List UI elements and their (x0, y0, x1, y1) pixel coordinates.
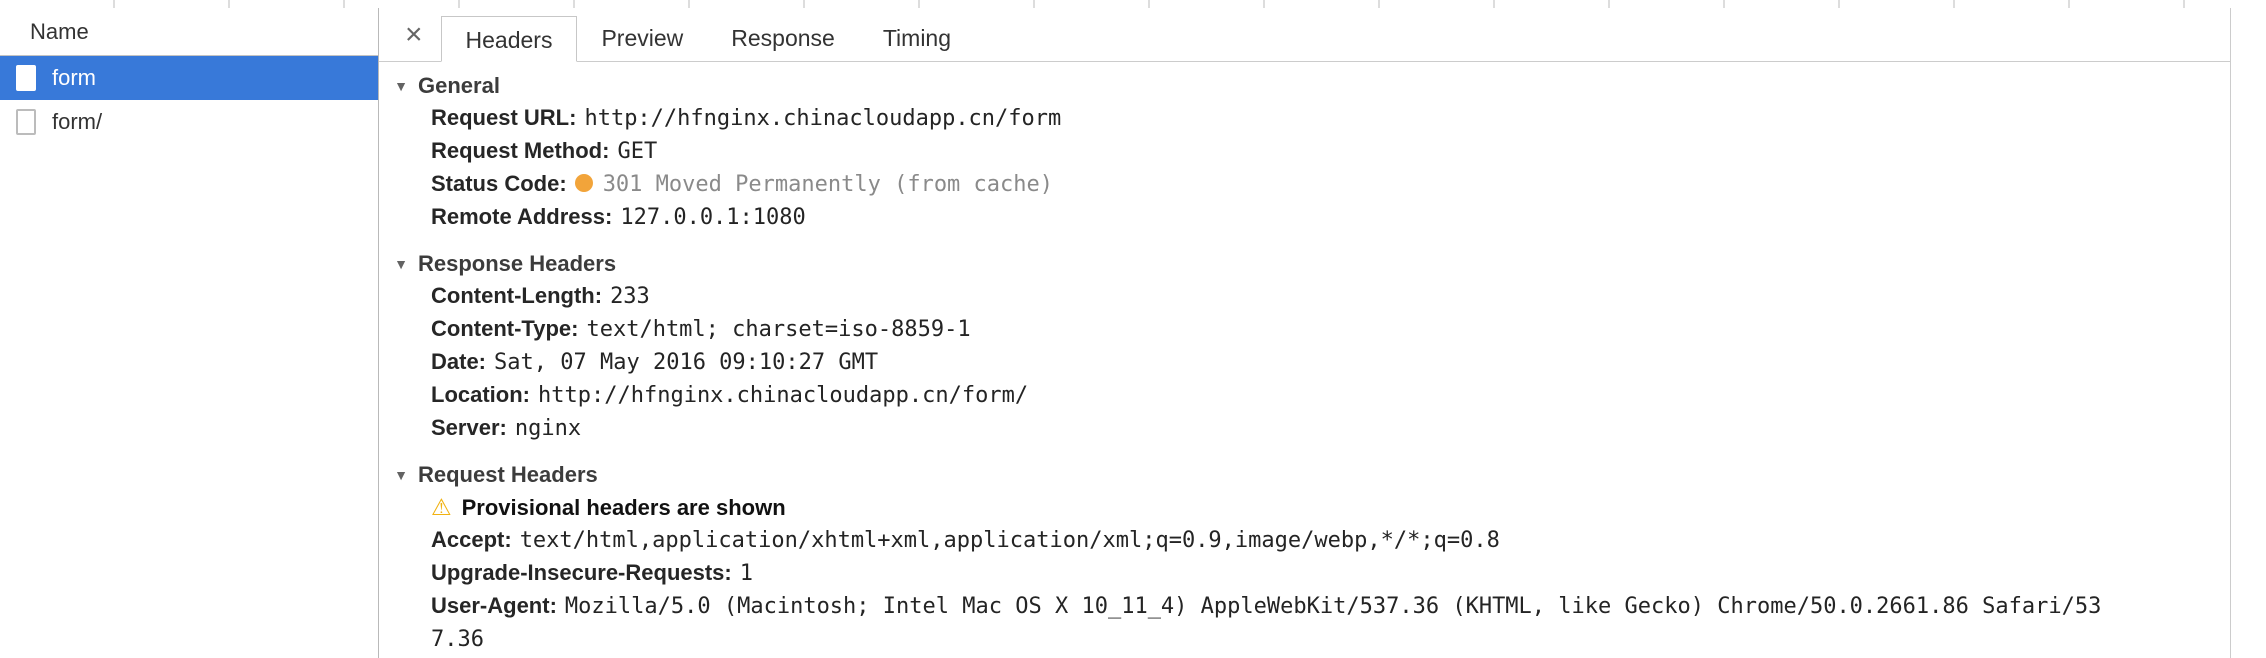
header-name: Content-Length: (431, 283, 603, 308)
header-value: text/html,application/xhtml+xml,applicat… (519, 528, 1500, 553)
tab-headers[interactable]: Headers (440, 16, 578, 62)
header-name: Request URL: (431, 105, 577, 130)
document-icon (16, 65, 36, 91)
devtools-network-panel: Name form form/ × Headers Preview Response T… (0, 8, 2266, 658)
header-value: 301 Moved Permanently (from cache) (602, 172, 1054, 197)
header-name: Remote Address: (431, 204, 613, 229)
header-value: GET (617, 139, 658, 164)
warning-icon: ⚠ (431, 494, 452, 520)
header-row: Content-Type: text/html; charset=iso-8859… (431, 313, 2116, 346)
scrollbar-track[interactable] (2230, 8, 2266, 658)
header-name: Upgrade-Insecure-Requests: (431, 560, 732, 585)
detail-tabbar: × Headers Preview Response Timing (379, 8, 2266, 62)
header-name: Date: (431, 349, 487, 374)
disclosure-triangle-icon: ▼ (394, 78, 408, 94)
request-name: form/ (52, 109, 103, 134)
document-icon (16, 109, 36, 135)
request-name: form (52, 65, 96, 90)
disclosure-triangle-icon: ▼ (394, 467, 408, 483)
header-row: Location: http://hfnginx.chinacloudapp.cn… (431, 379, 2116, 412)
request-row[interactable]: form/ (0, 100, 378, 144)
header-value: Sat, 07 May 2016 09:10:27 GMT (494, 350, 879, 375)
header-value: Mozilla/5.0 (Macintosh; Intel Mac OS X 1… (431, 594, 2102, 652)
status-dot-icon (574, 174, 593, 192)
requests-sidebar: Name form form/ (0, 8, 379, 658)
header-value: 1 (739, 561, 753, 586)
header-row: Status Code: 301 Moved Permanently (from … (431, 168, 2116, 201)
section-title: General (418, 73, 500, 98)
section-header[interactable]: ▼ Response Headers (393, 248, 2116, 280)
header-row: Server: nginx (431, 412, 2116, 445)
tab-timing[interactable]: Timing (882, 25, 952, 51)
header-name: Location: (431, 382, 530, 407)
header-row: Date: Sat, 07 May 2016 09:10:27 GMT (431, 346, 2116, 379)
request-row[interactable]: form (0, 56, 378, 100)
header-name: Provisional headers are shown (461, 495, 786, 520)
timeline-gridlines (0, 0, 2266, 8)
header-value: 127.0.0.1:1080 (620, 205, 806, 230)
header-name: Accept: (431, 527, 512, 552)
header-name: Status Code: (431, 171, 567, 196)
header-row: Remote Address: 127.0.0.1:1080 (431, 201, 2116, 234)
header-name: Content-Type: (431, 316, 579, 341)
header-row: Upgrade-Insecure-Requests: 1 (431, 557, 2116, 590)
disclosure-triangle-icon: ▼ (394, 256, 408, 272)
header-row: Request URL: http://hfnginx.chinacloudapp… (431, 102, 2116, 135)
tab-preview[interactable]: Preview (601, 25, 684, 51)
section-rows: Request URL: http://hfnginx.chinacloudapp… (393, 102, 2116, 234)
header-value: 233 (610, 284, 650, 309)
close-icon[interactable]: × (405, 17, 423, 51)
header-value: nginx (514, 416, 582, 441)
header-name: Request Method: (431, 138, 610, 163)
tab-list: Headers Preview Response Timing (440, 8, 976, 62)
header-row: Accept: text/html,application/xhtml+xml,a… (431, 524, 2116, 557)
header-name: User-Agent: (431, 593, 557, 618)
header-row: Content-Length: 233 (431, 280, 2116, 313)
name-column-header[interactable]: Name (0, 8, 378, 56)
section-request-headers: ▼ Request Headers ⚠ Provisional headers are… (393, 459, 2116, 656)
section-header[interactable]: ▼ General (393, 70, 2116, 102)
section-title: Request Headers (418, 462, 598, 487)
header-row: User-Agent:Mozilla/5.0 (Macintosh; Intel… (431, 590, 2116, 656)
header-name: Server: (431, 415, 507, 440)
header-value: http://hfnginx.chinacloudapp.cn/form (584, 106, 1062, 131)
header-value: text/html; charset=iso-8859-1 (586, 317, 971, 342)
section-header[interactable]: ▼ Request Headers (393, 459, 2116, 491)
header-value: http://hfnginx.chinacloudapp.cn/form/ (538, 383, 1029, 408)
header-row: Request Method: GET (431, 135, 2116, 168)
header-row: ⚠ Provisional headers are shown (431, 491, 2116, 524)
tab-response[interactable]: Response (731, 25, 835, 51)
section-title: Response Headers (418, 251, 617, 276)
request-list: form form/ (0, 56, 378, 144)
